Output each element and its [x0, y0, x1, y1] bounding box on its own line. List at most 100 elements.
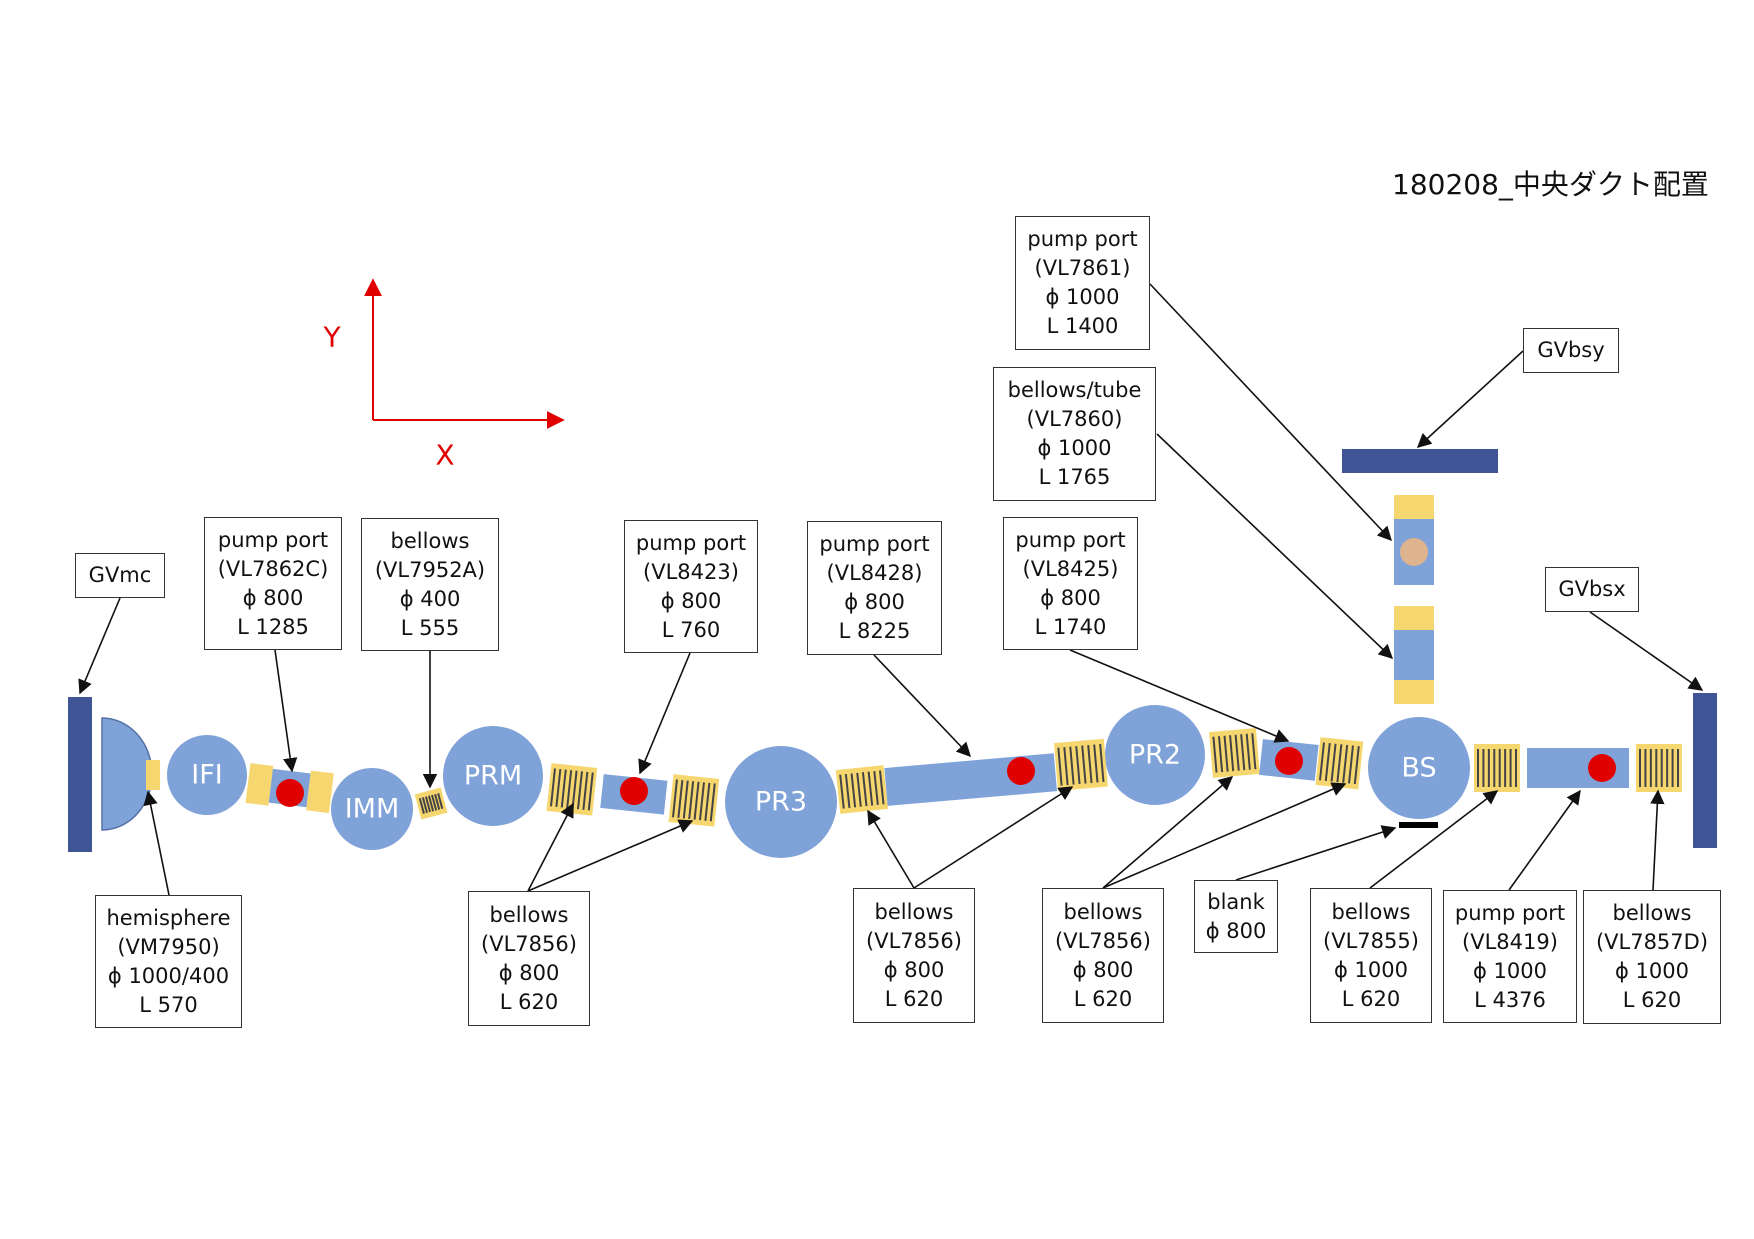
bellows-vl7856-a2-bellows-line-0-6 [704, 782, 711, 821]
bellows-vl7856-a2-bellows-line-0-4 [693, 781, 700, 820]
pump-port-vl8419-marker [1588, 754, 1616, 782]
callout-line: hemisphere [106, 905, 231, 930]
bellows-vl7952a-bellows-line-0-5 [434, 793, 441, 810]
bellows-vl7856-a1-bellows-line-0-0 [549, 768, 556, 807]
bellows-vl7856-c1-bellows-line-0-0 [1212, 736, 1218, 773]
leader-pump-port-vl8423 [638, 652, 691, 775]
callout-line: pump port [635, 530, 747, 555]
callout-line: ϕ 1000 [1037, 436, 1112, 460]
leader-bellows-vl7856-c2 [1102, 782, 1347, 889]
callout-line: L 620 [1622, 988, 1682, 1012]
bellows-vl7855 [1474, 744, 1520, 792]
callout-line: (VL8428) [826, 561, 923, 585]
bellows-vl7856-b2-bellows-line-0-3 [1075, 746, 1081, 785]
leader-bellows-vl7856-a1 [527, 802, 574, 892]
bellows-vl7855-bellows-0 [1474, 744, 1520, 792]
callout-line: L 620 [1341, 986, 1401, 1011]
bellows-vl7856-a1-bellows-line-0-6 [582, 771, 589, 810]
pump-port-vl7862c-flange-2 [306, 770, 334, 814]
callout-gvbsx: GVbsx [1545, 567, 1639, 612]
bellows-vl7856-a2 [668, 774, 720, 827]
leader-gvmc [78, 597, 121, 695]
leader-gvbsy [1416, 350, 1524, 448]
callout-line: bellows [489, 902, 569, 927]
callout-line: bellows [390, 528, 470, 553]
bellows-vl7952a-bellows-line-0-2 [424, 796, 432, 813]
bellows-vl7856-a2-bellows-line-0-0 [671, 779, 678, 818]
bellows-vl7856-b2-bellows-line-0-2 [1069, 746, 1075, 785]
chamber-ifi [167, 735, 247, 815]
callout-line: ϕ 400 [399, 586, 461, 611]
bellows-vl7856-b1-bellows-line-0-2 [850, 773, 857, 808]
callout-line: (VL7862C) [217, 556, 329, 581]
callout-line: GVbsx [1558, 577, 1626, 601]
callout-line: bellows [1063, 899, 1143, 924]
bellows-vl7856-b1 [835, 765, 889, 814]
bellows-vl7856-c1-bellows-line-0-4 [1234, 734, 1240, 771]
callout-line: L 620 [499, 989, 559, 1014]
callout-line: (VL7861) [1034, 256, 1131, 280]
callout-line: GVbsy [1537, 338, 1605, 362]
callout-gvmc: GVmc [75, 553, 165, 598]
pump-port-vl7862c-flange-0 [245, 763, 274, 806]
chamber-pr3 [725, 746, 837, 858]
leader-blank [1235, 825, 1397, 881]
chamber-prm [443, 726, 543, 826]
bellows-vl7856-c1-bellows-line-0-3 [1229, 735, 1235, 772]
leader-hemisphere [143, 790, 170, 896]
leader-bellows-vl7856-a2 [527, 819, 694, 892]
callout-line: (VL8423) [643, 559, 739, 584]
callout-line: (VL8419) [1462, 929, 1558, 954]
callout-line: (VL7860) [1026, 407, 1123, 431]
leader-pump-port-vl8419 [1508, 789, 1581, 891]
bellows-vl7856-c2-bellows-line-0-0 [1318, 742, 1325, 781]
bellows-vl7856-a2-bellows-line-0-3 [688, 781, 695, 820]
leader-pump-port-vl7862c [274, 649, 298, 773]
callout-line: L 1765 [1038, 465, 1111, 489]
gate-valve-gvbsx [1693, 693, 1717, 848]
callout-line: ϕ 800 [1040, 585, 1101, 610]
bellows-vl7856-b1-bellows-line-0-3 [856, 772, 862, 807]
bellows-vl7856-c1-bellows-line-0-7 [1251, 733, 1257, 770]
bellows-vl7856-b2-bellows-line-0-0 [1057, 747, 1063, 786]
callout-line: ϕ 1000 [1615, 959, 1689, 983]
gate-valve-gvbsy [1342, 449, 1498, 473]
callout-line: L 760 [661, 617, 721, 642]
leader-bellows-vl7856-c1 [1102, 776, 1234, 889]
chamber-imm [331, 768, 413, 850]
leader-bellows-vl7856-b2 [913, 786, 1074, 889]
bellows-vl7856-a2-bellows-line-0-1 [677, 779, 684, 818]
hemisphere-neck [130, 760, 146, 790]
bellows-vl7857d [1636, 744, 1682, 792]
x-axis-label: X [435, 439, 454, 472]
callout-line: bellows [874, 899, 954, 924]
callout-line: (VM7950) [117, 934, 220, 959]
leader-bellows-tube-vl7860 [1156, 433, 1394, 659]
pump-port-vl7862c-marker [276, 779, 304, 807]
hemisphere-flange [146, 760, 160, 790]
callout-line: ϕ 1000 [1045, 285, 1120, 309]
callout-line: ϕ 800 [660, 588, 722, 613]
callout-line: bellows/tube [1007, 378, 1142, 402]
callout-line: ϕ 800 [1205, 918, 1267, 943]
chamber-label-imm: IMM [345, 794, 400, 825]
callout-line: L 620 [884, 986, 944, 1011]
callout-line: (VL8425) [1022, 556, 1119, 581]
bellows-vl7856-b2-bellows-line-0-1 [1063, 747, 1069, 786]
bellows-vl7952a-bellows-line-0-1 [421, 797, 428, 814]
bellows-vl7856-c2-bellows-line-0-2 [1330, 743, 1337, 782]
callout-line: ϕ 800 [498, 960, 560, 985]
callout-line: pump port [1027, 227, 1138, 251]
bellows-vl7856-b1-bellows-line-0-0 [839, 774, 845, 809]
callout-line: pump port [819, 532, 930, 556]
bellows-vl7856-a1-bellows-line-0-4 [571, 770, 578, 809]
